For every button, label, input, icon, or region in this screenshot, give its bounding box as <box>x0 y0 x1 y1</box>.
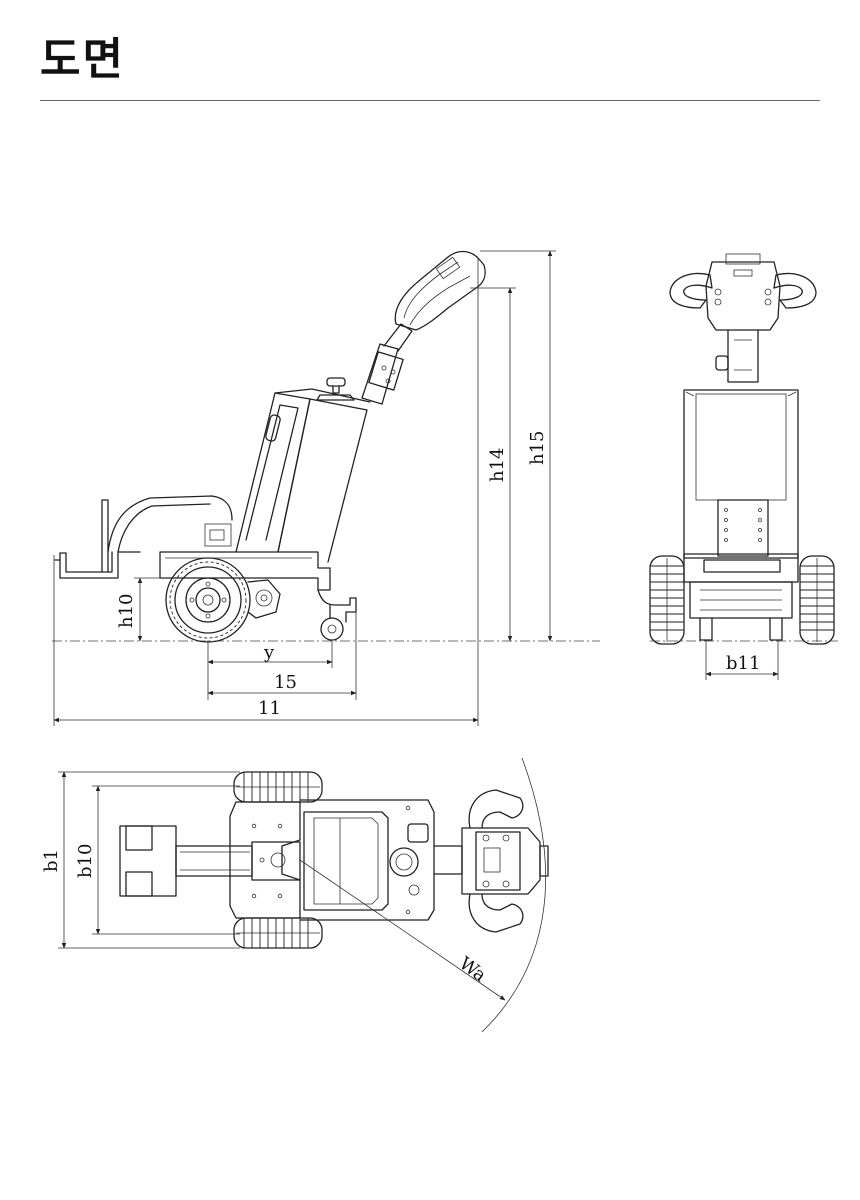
label-h14: h14 <box>487 448 508 483</box>
label-11: 11 <box>258 698 281 719</box>
top-view-tiller-head <box>433 789 549 933</box>
top-view-hitch <box>119 825 301 897</box>
label-y: y <box>263 642 275 663</box>
front-view-left-wheel <box>649 555 685 645</box>
side-view: h10 y 15 11 h14 h15 <box>52 250 600 726</box>
wa-radius-line <box>299 859 506 1001</box>
title-divider <box>40 100 820 101</box>
top-view: Wa b1 b10 <box>41 757 549 1033</box>
side-view-dimensions <box>53 250 556 726</box>
front-view: b11 <box>649 253 838 680</box>
top-view-chassis <box>229 799 435 921</box>
page-title: 도면 <box>40 34 125 85</box>
label-15: 15 <box>274 672 297 693</box>
label-h10: h10 <box>116 594 137 629</box>
top-view-top-wheel <box>233 771 323 803</box>
label-h15: h15 <box>527 431 548 466</box>
top-view-bottom-wheel <box>233 917 323 949</box>
front-view-hole-grid <box>724 508 762 542</box>
label-b1: b1 <box>41 849 62 872</box>
front-view-handle <box>669 253 817 383</box>
side-view-tiller <box>316 250 486 405</box>
front-view-body <box>683 389 799 641</box>
turning-radius-arc <box>481 757 547 1033</box>
label-b11: b11 <box>726 653 760 674</box>
side-view-drive-wheel <box>165 557 281 643</box>
front-view-right-wheel <box>799 555 835 645</box>
label-wa: Wa <box>455 953 490 986</box>
label-b10: b10 <box>75 844 96 878</box>
side-view-caster-wheel <box>317 589 357 641</box>
top-view-dimensions <box>58 771 240 949</box>
side-view-body <box>54 388 371 591</box>
front-view-dimensions <box>705 640 779 680</box>
